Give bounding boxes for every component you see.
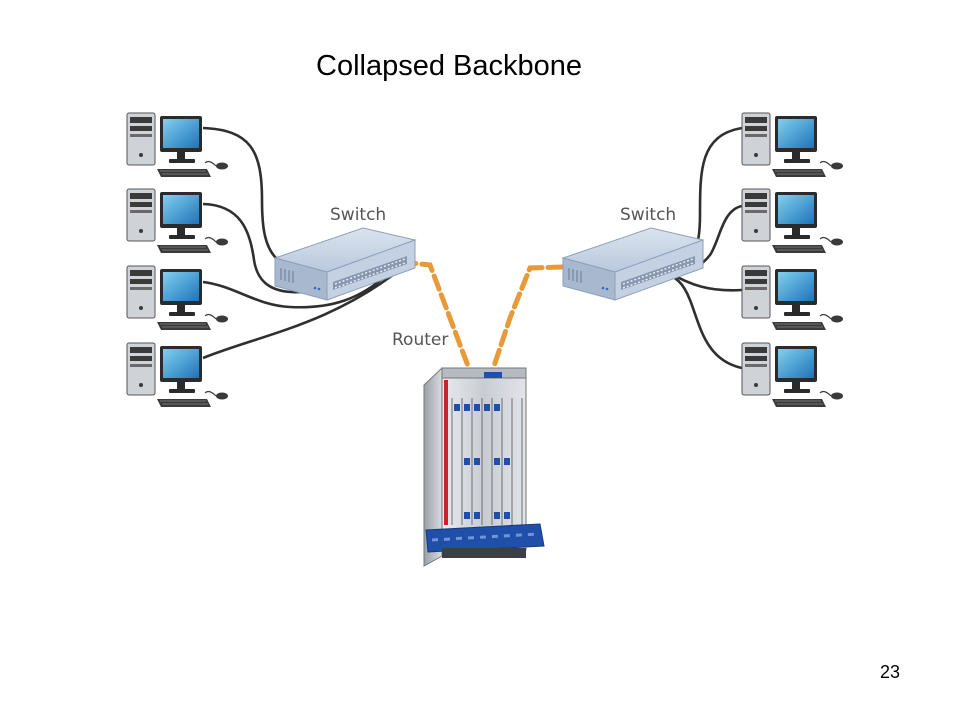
switch-left-label: Switch xyxy=(330,205,387,225)
router-links xyxy=(399,259,565,369)
cable-left-4 xyxy=(202,266,403,360)
desktop-computer-icon xyxy=(741,265,844,331)
slide-title: Collapsed Backbone xyxy=(316,50,583,82)
desktop-computer-icon xyxy=(741,112,844,178)
computer-right-1 xyxy=(741,112,844,178)
computer-left-1 xyxy=(126,112,229,178)
cable-left-3 xyxy=(202,271,391,309)
desktop-computer-icon xyxy=(126,112,229,178)
computer-left-3 xyxy=(126,265,229,331)
link-right-switch-router xyxy=(491,264,565,369)
desktop-computer-icon xyxy=(126,265,229,331)
desktop-computer-icon xyxy=(126,342,229,408)
router-label: Router xyxy=(392,330,449,350)
computer-right-3 xyxy=(741,265,844,331)
router-chassis-icon xyxy=(423,366,545,567)
computer-right-4 xyxy=(741,342,844,408)
switch-right-label: Switch xyxy=(620,205,677,225)
network-switch-icon xyxy=(562,227,704,301)
switch-right xyxy=(562,227,704,301)
computers-left xyxy=(126,112,229,408)
switch-left xyxy=(274,227,416,301)
desktop-computer-icon xyxy=(126,188,229,254)
computer-left-2 xyxy=(126,188,229,254)
computer-right-2 xyxy=(741,188,844,254)
page-number: 23 xyxy=(880,662,901,682)
router xyxy=(423,366,545,567)
computers-right xyxy=(741,112,844,408)
network-switch-icon xyxy=(274,227,416,301)
computer-left-4 xyxy=(126,342,229,408)
desktop-computer-icon xyxy=(741,342,844,408)
link-left-switch-router xyxy=(399,259,471,369)
desktop-computer-icon xyxy=(741,188,844,254)
